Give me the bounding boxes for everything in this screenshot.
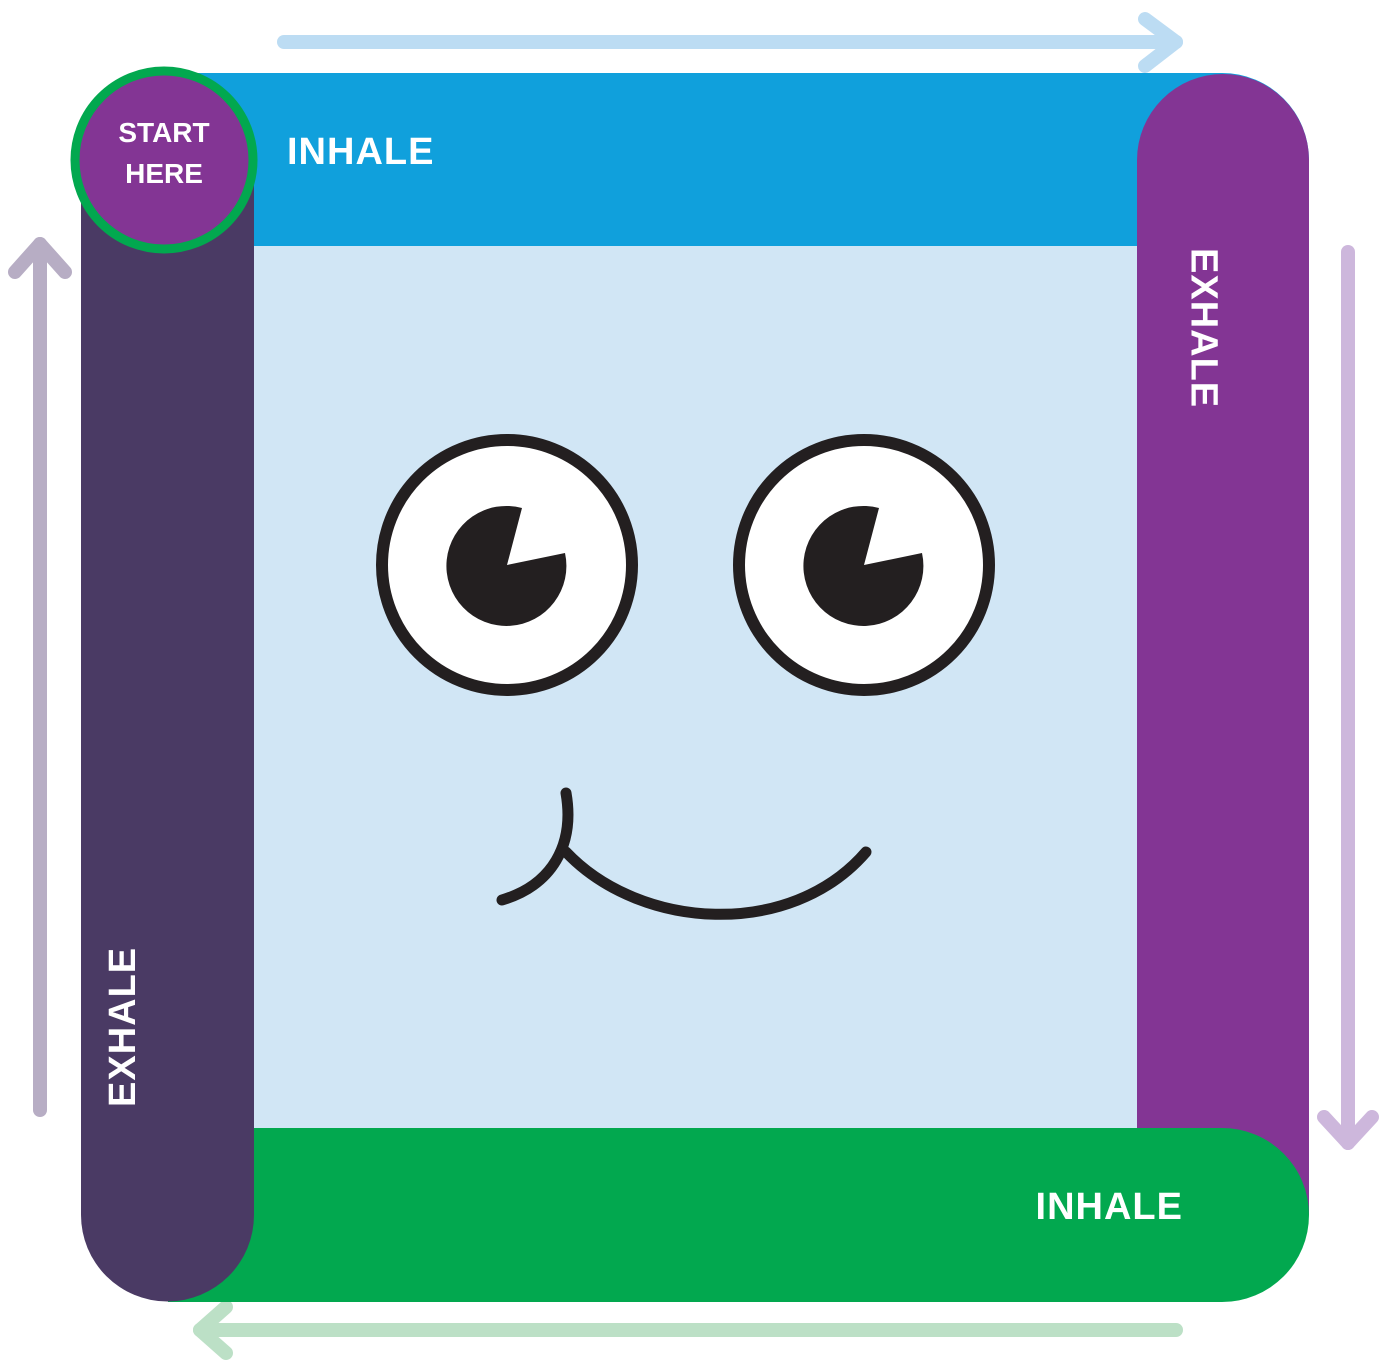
left-bar	[81, 160, 254, 1302]
top-inhale-label: INHALE	[287, 131, 434, 173]
top-right-arrow-icon	[284, 19, 1176, 66]
left-eye	[382, 440, 632, 690]
left-exhale-label: EXHALE	[102, 947, 144, 1107]
right-exhale-label: EXHALE	[1183, 248, 1225, 408]
right-down-arrow-icon	[1324, 252, 1372, 1143]
right-eye	[739, 440, 989, 690]
center-panel	[254, 246, 1137, 1129]
start-label: START	[118, 117, 209, 148]
right-bar	[1137, 74, 1309, 1215]
bottom-inhale-label: INHALE	[1036, 1186, 1183, 1228]
left-up-arrow-icon	[15, 244, 65, 1110]
bottom-left-arrow-icon	[200, 1307, 1176, 1353]
here-label: HERE	[125, 158, 203, 189]
start-here-badge: START HERE	[75, 71, 253, 249]
